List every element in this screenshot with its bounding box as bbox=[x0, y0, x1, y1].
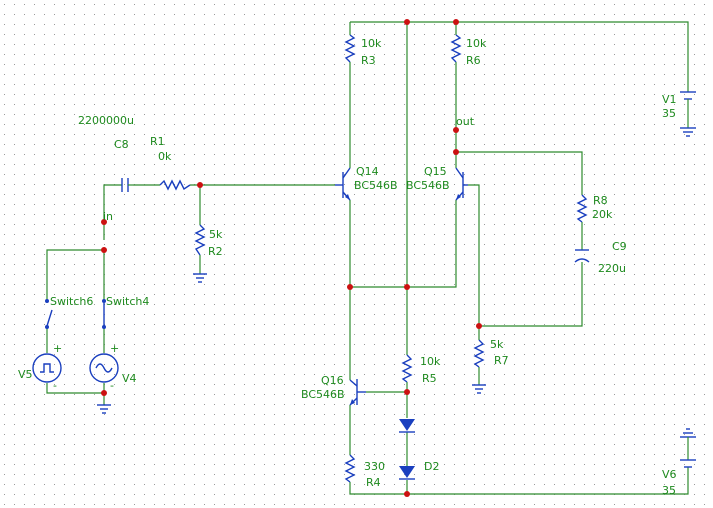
wire-out-r8[interactable] bbox=[456, 151, 583, 195]
r7-value-label: 5k bbox=[490, 338, 504, 351]
r6-value-label: 10k bbox=[466, 37, 487, 50]
wire-c9-r7[interactable] bbox=[479, 262, 583, 327]
transistor-q16[interactable] bbox=[349, 379, 366, 406]
r3-value-label: 10k bbox=[361, 37, 382, 50]
v5-label: V5 bbox=[18, 368, 33, 381]
switch4-label: Switch4 bbox=[106, 295, 149, 308]
ground-r7 bbox=[472, 384, 486, 394]
r3-name-label: R3 bbox=[361, 54, 376, 67]
wire-bottom-rail[interactable] bbox=[349, 467, 689, 495]
capacitor-c9[interactable] bbox=[574, 249, 590, 263]
transistor-q15[interactable] bbox=[455, 167, 468, 201]
v1-value-label: 35 bbox=[662, 107, 676, 120]
ground-r2 bbox=[193, 273, 207, 283]
r5-name-label: R5 bbox=[422, 372, 437, 385]
resistor-r3[interactable] bbox=[344, 34, 356, 63]
resistor-r1[interactable] bbox=[159, 179, 191, 191]
v1-name-label: V1 bbox=[662, 93, 677, 106]
c9-value-label: 220u bbox=[598, 262, 626, 275]
resistor-r6[interactable] bbox=[450, 34, 462, 63]
v5-minus-mark: - bbox=[53, 379, 57, 392]
r5-value-label: 10k bbox=[420, 355, 441, 368]
d2-name-label: D2 bbox=[424, 460, 439, 473]
diode-upper[interactable] bbox=[399, 419, 415, 433]
r1-name-label: R1 bbox=[150, 135, 165, 148]
transistor-q14[interactable] bbox=[335, 167, 351, 201]
r1-value-label: 0k bbox=[158, 150, 172, 163]
r4-name-label: R4 bbox=[366, 476, 381, 489]
v4-plus-mark: + bbox=[110, 342, 119, 355]
wire-q15-base[interactable] bbox=[468, 184, 480, 340]
battery-v6[interactable] bbox=[680, 428, 696, 468]
capacitors bbox=[121, 178, 590, 263]
q14-type-label: BC546B bbox=[354, 179, 398, 192]
c8-value-label: 2200000u bbox=[78, 114, 134, 127]
resistor-r7[interactable] bbox=[473, 339, 485, 368]
wires bbox=[46, 21, 689, 495]
diode-d2[interactable] bbox=[399, 466, 415, 480]
r7-name-label: R7 bbox=[494, 354, 509, 367]
v4-label: V4 bbox=[122, 372, 137, 385]
v6-name-label: V6 bbox=[662, 468, 677, 481]
v4-minus-mark: - bbox=[110, 379, 114, 392]
r4-value-label: 330 bbox=[364, 460, 385, 473]
switch-4[interactable] bbox=[102, 299, 106, 329]
r2-value-label: 5k bbox=[209, 228, 223, 241]
switch-6[interactable] bbox=[45, 299, 53, 329]
battery-v1[interactable] bbox=[680, 91, 696, 137]
v5-plus-mark: + bbox=[53, 342, 62, 355]
r6-name-label: R6 bbox=[466, 54, 481, 67]
resistors bbox=[159, 34, 588, 483]
out-net-label: out bbox=[456, 115, 475, 128]
q15-type-label: BC546B bbox=[406, 179, 450, 192]
q16-name-label: Q16 bbox=[321, 374, 344, 387]
resistor-r2[interactable] bbox=[194, 224, 206, 256]
source-v4[interactable] bbox=[89, 353, 119, 383]
ground-sources bbox=[97, 404, 111, 414]
capacitor-c8[interactable] bbox=[121, 178, 133, 192]
switch6-label: Switch6 bbox=[50, 295, 93, 308]
wire-emitter-node[interactable] bbox=[349, 200, 457, 288]
q16-type-label: BC546B bbox=[301, 388, 345, 401]
resistor-r4[interactable] bbox=[344, 454, 356, 483]
in-net-label: in bbox=[103, 210, 113, 223]
labels: 2200000u C8 R1 0k in 5k R2 Switch6 Switc… bbox=[18, 37, 677, 497]
wire-top-rail[interactable] bbox=[350, 21, 689, 92]
r2-name-label: R2 bbox=[208, 245, 223, 258]
junction-nodes bbox=[101, 19, 482, 497]
resistor-r8[interactable] bbox=[576, 194, 588, 223]
v6-value-label: 35 bbox=[662, 484, 676, 497]
c9-name-label: C9 bbox=[612, 240, 627, 253]
r8-value-label: 20k bbox=[592, 208, 613, 221]
wire-sw6-top[interactable] bbox=[46, 249, 104, 300]
source-v5[interactable] bbox=[32, 353, 62, 383]
resistor-r5[interactable] bbox=[401, 354, 413, 383]
q15-name-label: Q15 bbox=[424, 165, 447, 178]
c8-name-label: C8 bbox=[114, 138, 129, 151]
wire-v5-gnd[interactable] bbox=[46, 383, 104, 394]
q14-name-label: Q14 bbox=[356, 165, 379, 178]
r8-name-label: R8 bbox=[593, 194, 608, 207]
